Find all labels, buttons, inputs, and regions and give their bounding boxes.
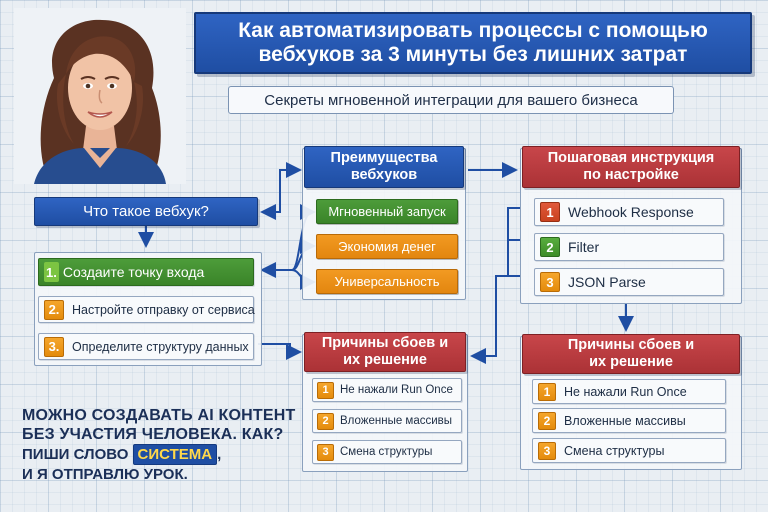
arrow-what-to-advantages: [262, 162, 302, 213]
failures-right-item-3-label: Смена структуры: [564, 443, 665, 458]
setup-step-1: 1. Создаите точку входа: [38, 258, 254, 286]
advantage-item-2: Экономия денег: [316, 234, 458, 259]
woman-portrait-image: [14, 8, 186, 184]
instruction-step-3: 3 JSON Parse: [534, 268, 724, 296]
advantage-item-3-label: Универсальность: [334, 274, 440, 289]
advantage-item-1: Мгновенный запуск: [316, 199, 458, 224]
setup-step-2: 2. Настройте отправку от сервиса: [38, 296, 255, 323]
failures-right-item-2-num: 2: [538, 411, 556, 430]
cta-line-3-prefix: ПИШИ СЛОВО: [22, 446, 129, 463]
failures-center-header: Причины сбоев и их решение: [304, 332, 466, 372]
instruction-step-2-label: Filter: [568, 239, 600, 255]
advantage-item-3: Универсальность: [316, 269, 458, 294]
setup-step-2-num: 2.: [44, 299, 64, 320]
page-subtitle: Секреты мгновенной интеграции для вашего…: [264, 91, 638, 109]
failures-right-item-1: 1 Не нажали Run Once: [532, 379, 726, 404]
advantage-item-2-label: Экономия денег: [338, 239, 436, 254]
cta-keyword-badge: СИСТЕМА: [132, 444, 218, 465]
setup-step-3-num: 3.: [44, 336, 64, 357]
instruction-title: Пошаговая инструкция по настройке: [547, 150, 715, 183]
advantage-item-1-label: Мгновенный запуск: [328, 204, 446, 219]
advantages-title: Преимущества вебхуков: [330, 150, 438, 183]
failures-center-item-2: 2 Вложенные массивы: [312, 409, 462, 433]
page-title: Как автоматизировать процессы с помощью …: [238, 19, 708, 66]
setup-step-2-label: Настройте отправку от сервиса: [72, 302, 255, 317]
failures-right-title: Причины сбоев и их решение: [567, 337, 695, 370]
failures-right-item-2-label: Вложенные массивы: [564, 413, 686, 428]
cta-line-1: МОЖНО СОЗДАВАТЬ AI КОНТЕНТ: [22, 407, 296, 424]
failures-center-item-3-num: 3: [317, 443, 334, 461]
failures-center-item-2-num: 2: [317, 412, 334, 430]
arrow-setup-to-failures: [258, 343, 302, 360]
failures-right-item-1-num: 1: [538, 382, 556, 401]
failures-right-item-3-num: 3: [538, 441, 556, 460]
instruction-step-2-num: 2: [540, 237, 560, 257]
cta-line-2: БЕЗ УЧАСТИЯ ЧЕЛОВЕКА. КАК?: [22, 426, 284, 443]
failures-right-header: Причины сбоев и их решение: [522, 334, 740, 374]
instruction-step-3-num: 3: [540, 272, 560, 292]
setup-step-3-label: Определите структуру данных: [72, 339, 249, 354]
setup-step-3: 3. Определите структуру данных: [38, 333, 254, 360]
arrow-instruction-to-failures: [470, 275, 508, 364]
subtitle-banner: Секреты мгновенной интеграции для вашего…: [228, 86, 674, 114]
setup-step-1-label: Создаите точку входа: [62, 264, 205, 280]
failures-center-item-1: 1 Не нажали Run Once: [312, 378, 462, 402]
advantages-header: Преимущества вебхуков: [304, 146, 464, 188]
setup-step-1-num: 1.: [44, 262, 59, 282]
cta-line-3: ПИШИ СЛОВО СИСТЕМА,: [22, 444, 312, 465]
failures-right-item-2: 2 Вложенные массивы: [532, 408, 726, 433]
failures-center-item-2-label: Вложенные массивы: [340, 415, 453, 427]
instruction-step-3-label: JSON Parse: [568, 274, 646, 290]
cta-line-3-suffix: ,: [217, 446, 222, 463]
failures-center-title: Причины сбоев и их решение: [321, 335, 449, 368]
instruction-step-2: 2 Filter: [534, 233, 724, 261]
failures-center-item-3-label: Смена структуры: [340, 446, 433, 458]
call-to-action: МОЖНО СОЗДАВАТЬ AI КОНТЕНТ БЕЗ УЧАСТИЯ Ч…: [22, 406, 312, 496]
what-is-webhook-label: Что такое вебхук?: [83, 203, 209, 220]
failures-center-item-1-num: 1: [317, 381, 334, 399]
instruction-header: Пошаговая инструкция по настройке: [522, 146, 740, 188]
failures-center-item-3: 3 Смена структуры: [312, 440, 462, 464]
title-banner: Как автоматизировать процессы с помощью …: [194, 12, 752, 74]
cta-line-4: И Я ОТПРАВЛЮ УРОК.: [22, 466, 188, 483]
instruction-step-1-label: Webhook Response: [568, 204, 694, 220]
instruction-step-1: 1 Webhook Response: [534, 198, 724, 226]
presenter-portrait: [14, 8, 186, 184]
failures-right-item-1-label: Не нажали Run Once: [564, 384, 687, 399]
failures-right-item-3: 3 Смена структуры: [532, 438, 726, 463]
what-is-webhook-box: Что такое вебхук?: [34, 197, 258, 226]
instruction-step-1-num: 1: [540, 202, 560, 222]
failures-center-item-1-label: Не нажали Run Once: [340, 384, 453, 396]
